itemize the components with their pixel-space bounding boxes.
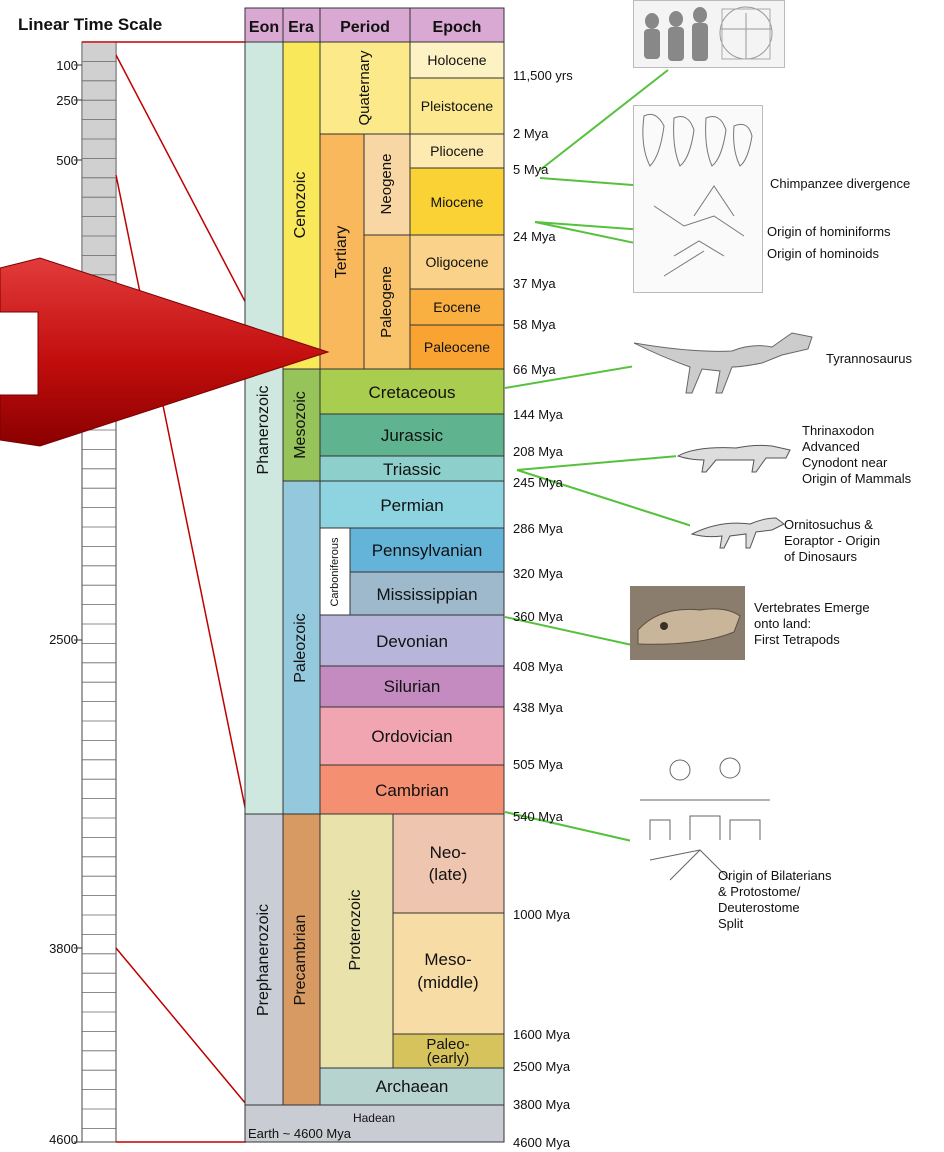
- thrinaxodon-skeleton-image: [676, 436, 794, 476]
- annotation-chimpanzee: Chimpanzee divergence: [770, 176, 910, 192]
- header-era-label: Era: [288, 19, 314, 36]
- age-label: 360 Mya: [513, 609, 563, 624]
- epoch-neo-sub-label: (late): [429, 865, 468, 884]
- period-archaean-label: Archaean: [376, 1077, 449, 1096]
- earth-age-label: Earth ~ 4600 Mya: [248, 1126, 352, 1141]
- period-tertiary-label: Tertiary: [333, 226, 350, 278]
- eon-prephanerozoic-label: Prephanerozoic: [255, 904, 272, 1016]
- age-label: 245 Mya: [513, 475, 563, 490]
- age-label: 208 Mya: [513, 444, 563, 459]
- era-cenozoic-label: Cenozoic: [292, 172, 309, 239]
- epoch-meso-label: Meso-: [424, 950, 471, 969]
- age-label: 37 Mya: [513, 276, 556, 291]
- period-cretaceous-label: Cretaceous: [369, 383, 456, 402]
- epoch-paleo-sub-label: (early): [427, 1050, 470, 1067]
- connector-line: [116, 948, 246, 1104]
- annotation-line: Cynodont near: [802, 455, 911, 471]
- era-precambrian-label: Precambrian: [292, 915, 309, 1006]
- period-cambrian-label: Cambrian: [375, 781, 449, 800]
- epoch-neo-label: Neo-: [430, 843, 467, 862]
- annotation-bilaterians: Origin of Bilaterians & Protostome/ Deut…: [718, 868, 831, 932]
- primate-skeleton-diagram: [633, 105, 763, 293]
- annotation-line: Origin of Bilaterians: [718, 868, 831, 884]
- ornitosuchus-skeleton-image: [690, 508, 786, 552]
- period-carboniferous-label: Carboniferous: [329, 537, 341, 607]
- annotation-tyrannosaurus: Tyrannosaurus: [826, 351, 912, 367]
- epoch-eocene-label: Eocene: [433, 299, 481, 315]
- epoch-holocene-label: Holocene: [427, 52, 486, 68]
- epoch-pennsylvanian-label: Pennsylvanian: [372, 541, 483, 560]
- connector-line: [116, 55, 260, 330]
- annotation-line: & Protostome/: [718, 884, 831, 900]
- tyrannosaurus-skeleton-image: [632, 323, 820, 397]
- annotation-ornitosuchus: Ornitosuchus & Eoraptor - Origin of Dino…: [784, 517, 880, 565]
- epoch-miocene-label: Miocene: [431, 194, 484, 210]
- annotation-line: Deuterostome: [718, 900, 831, 916]
- epoch-mississippian-label: Mississippian: [376, 585, 477, 604]
- age-label: 2 Mya: [513, 126, 548, 141]
- epoch-oligocene-label: Oligocene: [425, 254, 488, 270]
- annotation-thrinaxodon: Thrinaxodon Advanced Cynodont near Origi…: [802, 423, 911, 487]
- connector-line: [116, 175, 246, 812]
- age-label: 5 Mya: [513, 162, 548, 177]
- annotation-line: Origin of Mammals: [802, 471, 911, 487]
- age-label: 4600 Mya: [513, 1135, 570, 1150]
- age-label: 24 Mya: [513, 229, 556, 244]
- annotation-line: of Dinosaurs: [784, 549, 880, 565]
- period-neogene-label: Neogene: [378, 154, 395, 215]
- era-mesozoic-label: Mesozoic: [292, 391, 309, 459]
- epoch-pliocene-label: Pliocene: [430, 143, 484, 159]
- age-label: 505 Mya: [513, 757, 563, 772]
- period-jurassic-label: Jurassic: [381, 426, 444, 445]
- annotation-line: First Tetrapods: [754, 632, 870, 648]
- age-label: 58 Mya: [513, 317, 556, 332]
- period-paleogene-label: Paleogene: [378, 266, 395, 338]
- period-ordovician-label: Ordovician: [371, 727, 452, 746]
- annotation-line: onto land:: [754, 616, 870, 632]
- annotation-line: Thrinaxodon: [802, 423, 911, 439]
- tetrapod-fossil-photo: [630, 586, 745, 660]
- annotation-line: Vertebrates Emerge: [754, 600, 870, 616]
- annotation-tetrapods: Vertebrates Emerge onto land: First Tetr…: [754, 600, 870, 648]
- age-label: 1000 Mya: [513, 907, 570, 922]
- timescale-blocks: [245, 8, 504, 1142]
- hominid-evolution-image: [633, 0, 785, 68]
- period-permian-label: Permian: [380, 496, 443, 515]
- era-paleozoic-label: Paleozoic: [292, 613, 309, 682]
- annotation-line: Ornitosuchus &: [784, 517, 880, 533]
- age-label: 66 Mya: [513, 362, 556, 377]
- epoch-neo: [393, 814, 504, 913]
- age-label: 1600 Mya: [513, 1027, 570, 1042]
- age-label: 2500 Mya: [513, 1059, 570, 1074]
- period-proterozoic-label: Proterozoic: [347, 890, 364, 971]
- age-label: 320 Mya: [513, 566, 563, 581]
- period-silurian-label: Silurian: [384, 677, 441, 696]
- annotation-hominoids: Origin of hominoids: [767, 246, 879, 262]
- header-epoch-label: Epoch: [433, 19, 482, 36]
- period-devonian-label: Devonian: [376, 632, 448, 651]
- age-label: 438 Mya: [513, 700, 563, 715]
- annotation-hominiforms: Origin of hominiforms: [767, 224, 891, 240]
- period-triassic-label: Triassic: [383, 460, 441, 479]
- age-label: 11,500 yrs: [513, 68, 573, 83]
- eon-phanerozoic-label: Phanerozoic: [255, 386, 272, 475]
- age-label: 408 Mya: [513, 659, 563, 674]
- eon-hadean-label: Hadean: [353, 1111, 395, 1125]
- linear-scale-ruler: [74, 42, 116, 1142]
- age-label: 3800 Mya: [513, 1097, 570, 1112]
- header-eon-label: Eon: [249, 19, 279, 36]
- period-quaternary-label: Quaternary: [356, 50, 373, 126]
- epoch-pleistocene-label: Pleistocene: [421, 98, 494, 114]
- age-label: 286 Mya: [513, 521, 563, 536]
- header-period-label: Period: [340, 19, 390, 36]
- annotation-line: Split: [718, 916, 831, 932]
- annotation-line: Eoraptor - Origin: [784, 533, 880, 549]
- age-label: 144 Mya: [513, 407, 563, 422]
- annotation-line: Advanced: [802, 439, 911, 455]
- epoch-paleocene-label: Paleocene: [424, 339, 490, 355]
- epoch-meso-sub-label: (middle): [417, 973, 478, 992]
- age-label: 540 Mya: [513, 809, 563, 824]
